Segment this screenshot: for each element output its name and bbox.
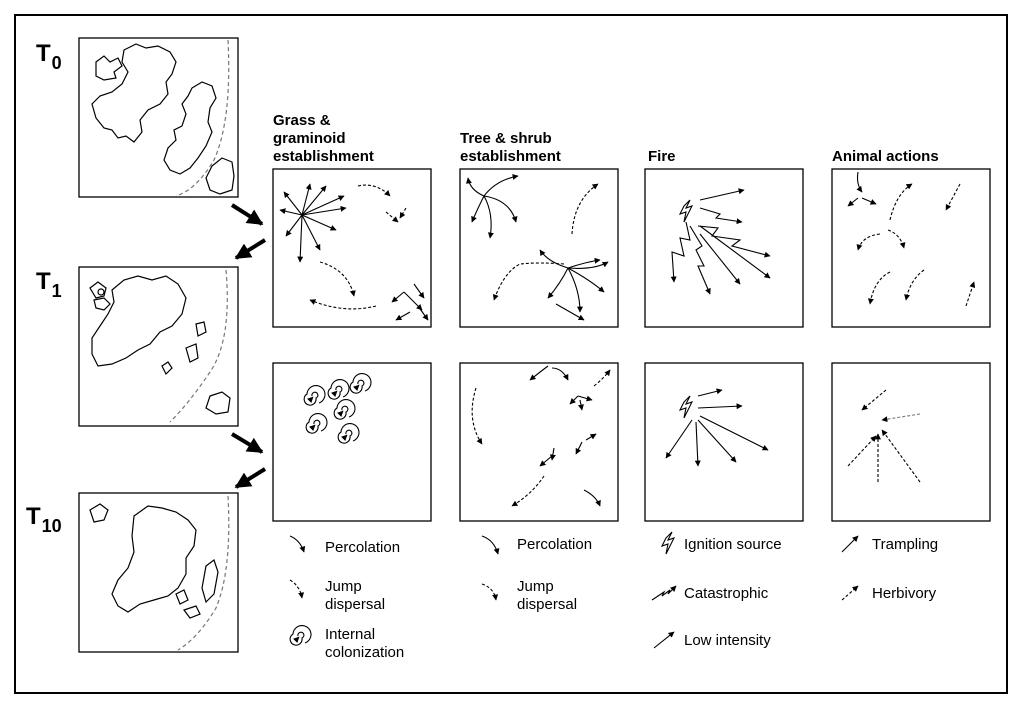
time-label-t10: T10 [26, 503, 62, 537]
animal-herbivory-arrows-bottom [847, 389, 921, 483]
tree-jump-arrows-top [492, 183, 599, 301]
panel-animal-bottom [831, 362, 991, 522]
panel-fire-top [644, 168, 804, 328]
panel-grass-top [272, 168, 432, 328]
tree-jump-arrows-bottom [471, 369, 611, 507]
panel-animal-top [831, 168, 991, 328]
column-title-tree: Tree & shrub establishment [460, 130, 561, 165]
legend-grass-percolation: Percolation [325, 539, 401, 556]
legend-grass-internal-icon [289, 625, 312, 646]
legend-animal-herbivory-icon [841, 585, 859, 601]
legend-fire-ignition-icon [660, 531, 676, 555]
fire-catastrophic-arrows-top [670, 207, 771, 295]
legend-icons [289, 531, 859, 649]
map-panel-t0 [78, 37, 239, 198]
panel-tree-top [459, 168, 619, 328]
legend-fire-low: Low intensity [684, 632, 771, 649]
map-t0-patches [91, 39, 235, 197]
time-label-t0: T0 [36, 40, 62, 74]
grass-jump-arrows-top [309, 184, 407, 310]
panel-tree-bottom [459, 362, 619, 522]
legend-fire-low-icon [653, 631, 675, 649]
animal-trampling-arrows-top [847, 171, 877, 207]
flow-arrow-panel-to-t10 [234, 467, 267, 489]
animal-herbivory-arrows-top [856, 183, 976, 307]
fire-low-arrows-bottom [665, 388, 769, 467]
column-title-fire: Fire [648, 148, 676, 165]
legend-tree-percolation-icon [481, 535, 500, 555]
legend-tree-percolation: Percolation [517, 536, 593, 553]
column-title-grass: Grass & graminoid establishment [273, 112, 374, 165]
fire-low-arrows-top [699, 188, 771, 285]
column-title-animal: Animal actions [832, 148, 939, 165]
legend-fire-ignition: Ignition source [684, 536, 782, 553]
map-panel-t10 [78, 492, 239, 653]
legend-grass-percolation-icon [289, 535, 306, 553]
flow-arrow-t1-to-panel [230, 432, 264, 454]
tree-percolation-arrows-top [465, 174, 609, 321]
grass-starburst-arrows [279, 183, 347, 263]
flow-arrow-t0-to-panel [230, 203, 264, 226]
grass-percolation-arrows-top [391, 283, 429, 321]
tree-percolation-arrows-bottom [529, 365, 601, 507]
legend-animal-herbivory: Herbivory [872, 585, 937, 602]
legend-animal-trampling: Trampling [872, 536, 939, 553]
map-t10-patches [89, 495, 230, 651]
map-t1-patches [89, 269, 231, 423]
legend-fire-catastrophic-icon [651, 585, 677, 601]
legend-animal-trampling-icon [841, 535, 859, 553]
flow-arrow-panel-to-t1 [234, 238, 267, 260]
legend-fire-catastrophic: Catastrophic [684, 585, 769, 602]
legend-tree-jump-icon [481, 583, 499, 601]
panel-grass-bottom [272, 362, 432, 522]
figure-frame [14, 14, 1008, 694]
fire-ignition-icon-bottom [678, 395, 694, 419]
panel-fire-bottom [644, 362, 804, 522]
legend-grass-jump-icon [289, 579, 305, 599]
grass-internal-colonization-spirals [303, 373, 372, 444]
map-panel-t1 [78, 266, 239, 427]
time-label-t1: T1 [36, 268, 62, 302]
fire-ignition-icon-top [678, 199, 694, 223]
